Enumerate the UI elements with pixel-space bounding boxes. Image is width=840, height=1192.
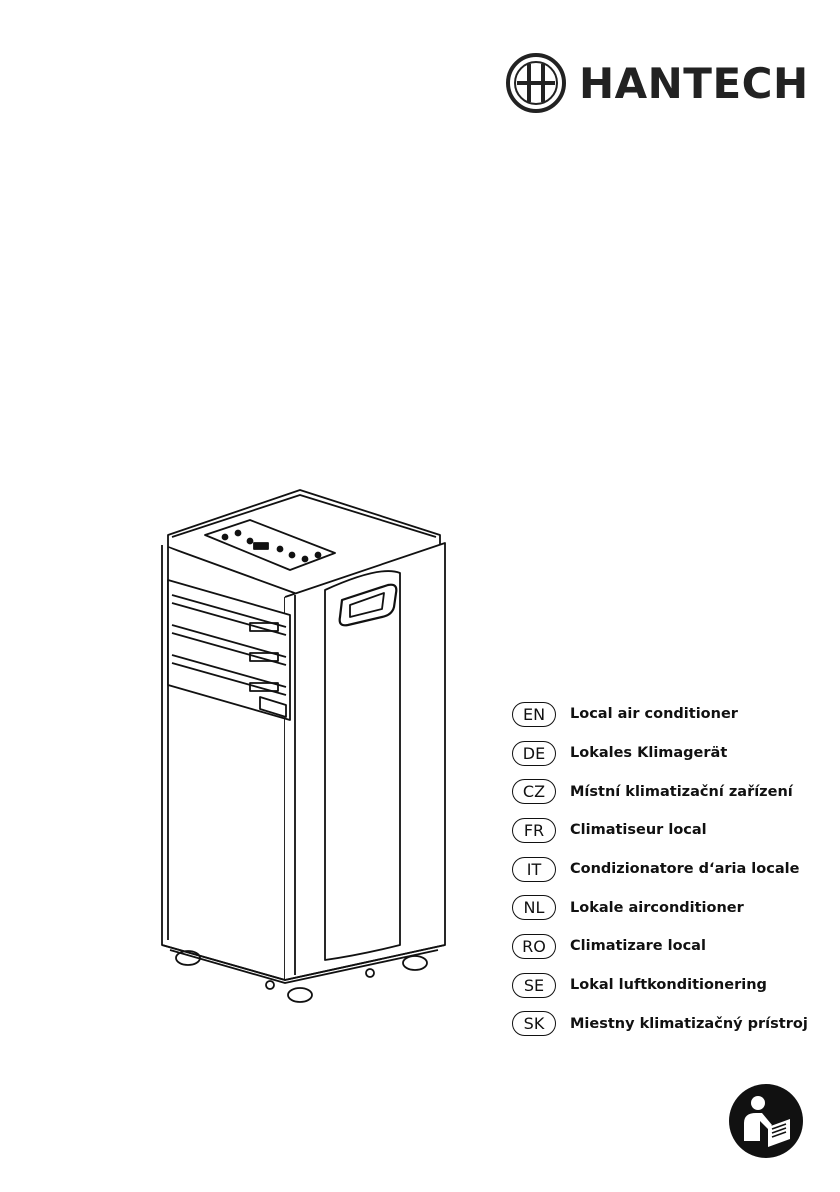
- list-item: SE Lokal luftkonditionering: [512, 966, 832, 1005]
- language-code-badge: SK: [512, 1011, 556, 1036]
- language-title: Místní klimatizační zařízení: [570, 784, 793, 800]
- language-title: Lokale airconditioner: [570, 900, 744, 916]
- language-title: Climatiseur local: [570, 822, 707, 838]
- list-item: RO Climatizare local: [512, 927, 832, 966]
- list-item: EN Local air conditioner: [512, 695, 832, 734]
- language-code-badge: FR: [512, 818, 556, 843]
- language-code-badge: IT: [512, 857, 556, 882]
- language-title: Lokales Klimagerät: [570, 745, 727, 761]
- language-title: Condizionatore d‘aria locale: [570, 861, 799, 877]
- read-manual-icon: [728, 1083, 804, 1159]
- list-item: CZ Místní klimatizační zařízení: [512, 772, 832, 811]
- language-title: Lokal luftkonditionering: [570, 977, 767, 993]
- language-code-badge: NL: [512, 895, 556, 920]
- list-item: NL Lokale airconditioner: [512, 888, 832, 927]
- globe-grid-icon: [505, 52, 567, 114]
- language-code-badge: RO: [512, 934, 556, 959]
- list-item: FR Climatiseur local: [512, 811, 832, 850]
- brand-name: HANTECH: [579, 59, 809, 108]
- list-item: IT Condizionatore d‘aria locale: [512, 850, 832, 889]
- language-code-badge: SE: [512, 973, 556, 998]
- air-conditioner-illustration: [150, 485, 460, 1005]
- language-list: EN Local air conditioner DE Lokales Klim…: [512, 695, 832, 1043]
- language-title: Climatizare local: [570, 938, 706, 954]
- language-code-badge: DE: [512, 741, 556, 766]
- list-item: DE Lokales Klimagerät: [512, 734, 832, 773]
- language-title: Miestny klimatizačný prístroj: [570, 1016, 808, 1032]
- language-code-badge: CZ: [512, 779, 556, 804]
- brand-logo: HANTECH: [505, 52, 809, 114]
- language-code-badge: EN: [512, 702, 556, 727]
- language-title: Local air conditioner: [570, 706, 738, 722]
- list-item: SK Miestny klimatizačný prístroj: [512, 1005, 832, 1044]
